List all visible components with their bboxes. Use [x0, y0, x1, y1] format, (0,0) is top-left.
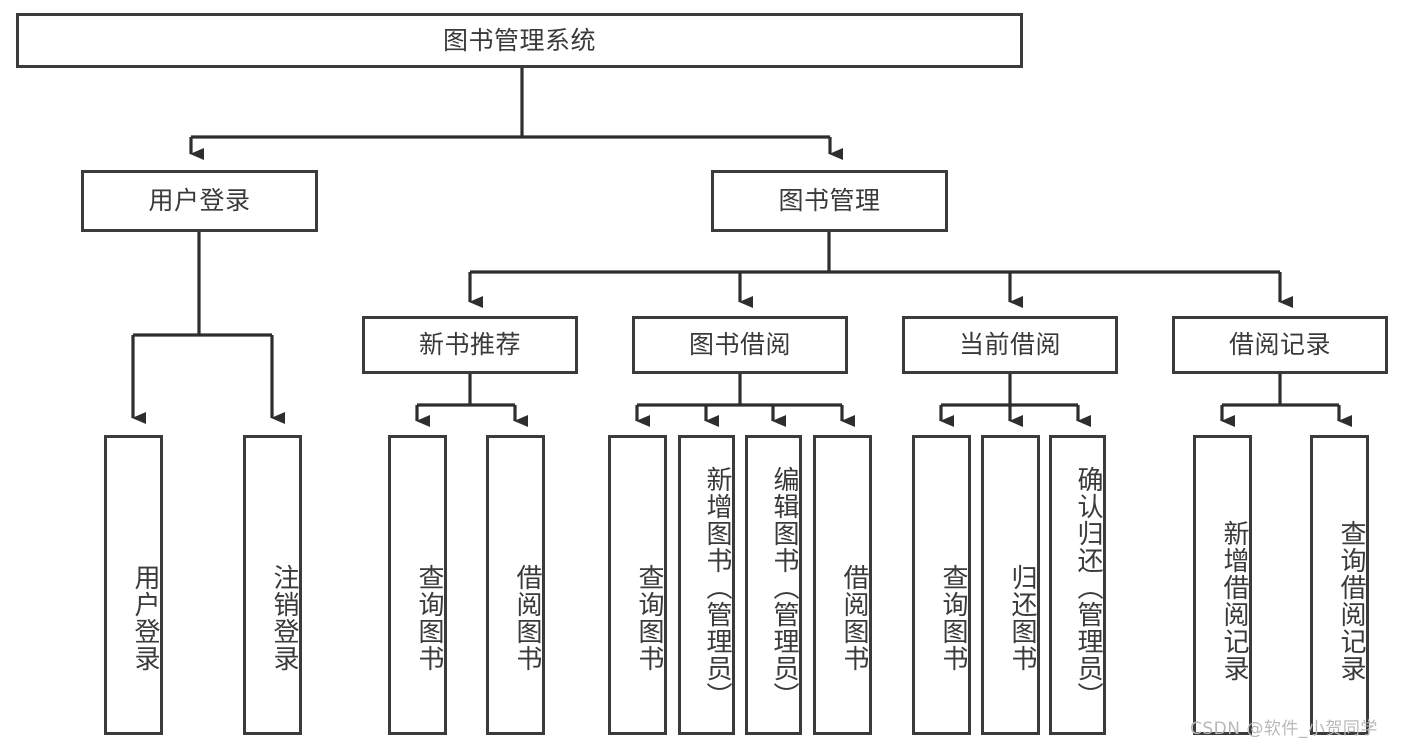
node-new-book-recommend[interactable]: 新书推荐	[362, 316, 578, 374]
leaf-node-user-login[interactable]: 用户登录	[104, 435, 163, 735]
leaf-node-query-borrow-record[interactable]: 查询借阅记录	[1310, 435, 1369, 735]
leaf-node-confirm-return[interactable]: 确认归还（管理员）	[1049, 435, 1106, 735]
csdn-watermark: CSDN @软件_小贺同学	[1190, 719, 1378, 739]
leaf-node-add-book[interactable]: 新增图书（管理员）	[678, 435, 735, 735]
leaf-node-logout-login[interactable]: 注销登录	[243, 435, 302, 735]
node-borrow-record[interactable]: 借阅记录	[1172, 316, 1388, 374]
node-root-system[interactable]: 图书管理系统	[16, 13, 1023, 68]
leaf-node-query-book-recommend[interactable]: 查询图书	[388, 435, 447, 735]
node-current-borrow[interactable]: 当前借阅	[902, 316, 1118, 374]
node-book-borrow[interactable]: 图书借阅	[632, 316, 848, 374]
leaf-node-query-book-borrow[interactable]: 查询图书	[608, 435, 667, 735]
node-book-manage[interactable]: 图书管理	[711, 170, 948, 232]
leaf-node-borrow-book-recommend[interactable]: 借阅图书	[486, 435, 545, 735]
leaf-node-query-book-current[interactable]: 查询图书	[912, 435, 971, 735]
leaf-node-edit-book[interactable]: 编辑图书（管理员）	[745, 435, 802, 735]
leaf-node-add-borrow-record[interactable]: 新增借阅记录	[1193, 435, 1252, 735]
leaf-node-borrow-book-borrow[interactable]: 借阅图书	[813, 435, 872, 735]
node-user-login[interactable]: 用户登录	[81, 170, 318, 232]
leaf-node-return-book[interactable]: 归还图书	[981, 435, 1040, 735]
